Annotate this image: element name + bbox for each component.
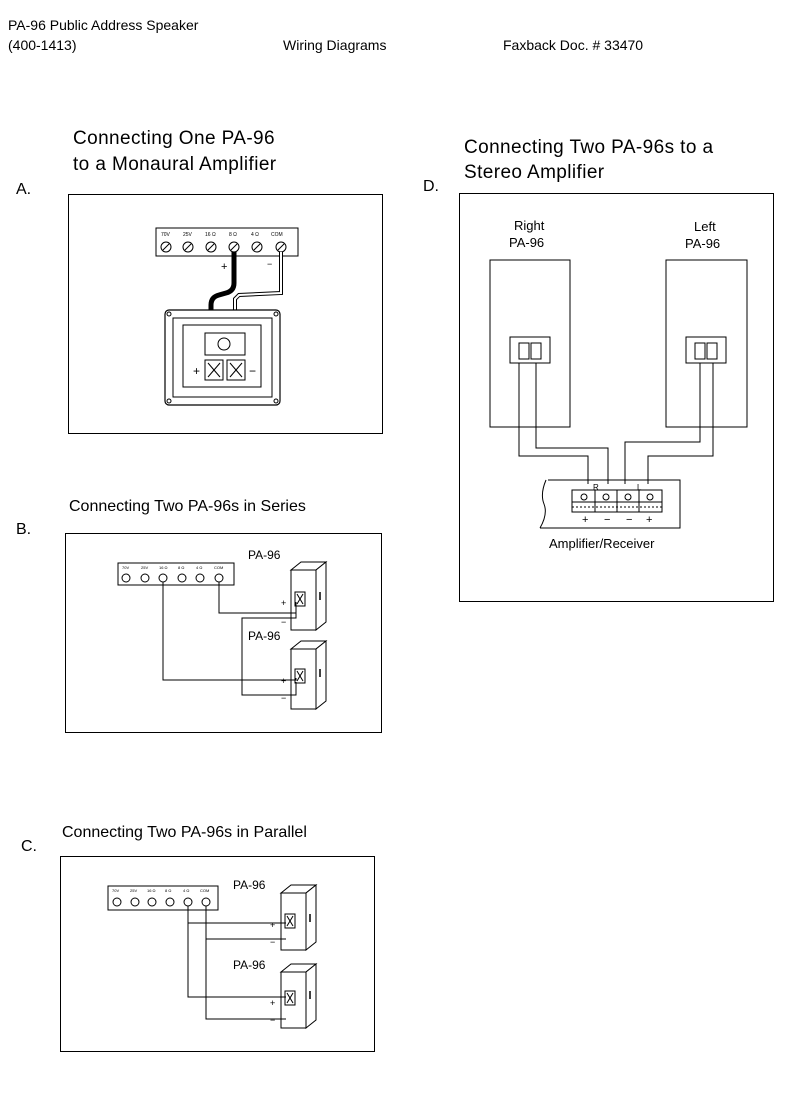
section-a-letter: A. [16,181,32,198]
channel-l-label: L [637,483,642,492]
channel-r-label: R [593,483,599,492]
speaker-1-label: PA-96 [233,878,266,892]
speaker-1-plus: + [281,598,286,608]
series-wires [162,582,297,696]
speaker-2-icon [279,962,318,1030]
polarity-4: + [646,514,652,526]
section-c-letter: C. [21,838,37,855]
terminal-screw-icon [140,573,150,583]
left-speaker-label-1: Left [694,219,716,234]
terminal-label-25v: 25V [130,888,137,893]
terminal-label-8ohm: 8 Ω [178,565,184,570]
section-c-title: Connecting Two PA-96s in Parallel [62,824,307,841]
speaker-back-plate [164,309,281,406]
terminal-label-25v: 25V [141,565,148,570]
section-b-title: Connecting Two PA-96s in Series [69,498,306,515]
amplifier-terminal-strip [155,227,299,257]
document-title: Wiring Diagrams [283,37,387,53]
terminal-screw-icon [158,573,168,583]
terminal-screw-icon [112,897,122,907]
terminal-label-4ohm: 4 Ω [183,888,189,893]
polarity-1: + [582,514,588,526]
section-b-letter: B. [16,521,32,538]
terminal-screw-icon [121,573,131,583]
speaker-2-plus: + [270,998,275,1008]
positive-wire [208,252,237,365]
negative-symbol: − [267,259,272,269]
left-speaker-terminal [685,336,727,364]
terminal-label-70v: 70V [112,888,119,893]
stereo-wires [518,363,714,484]
amplifier-polarity-labels: + − − + [582,514,652,526]
speaker-positive-symbol: + [193,364,200,378]
section-d-title-line1: Connecting Two PA-96s to a [464,137,714,158]
terminal-label-70v: 70V [122,565,129,570]
terminal-label-16ohm: 16 Ω [159,565,168,570]
right-speaker-label-1: Right [514,218,545,233]
product-title: PA-96 Public Address Speaker [8,17,199,33]
section-d-diagram: Right PA-96 Left PA-96 [459,193,774,602]
speaker-knob-icon [217,337,231,351]
terminal-label-com: COM [271,232,283,238]
terminal-label-70v: 70V [161,232,171,238]
speaker-negative-symbol: − [249,364,256,378]
section-a-title-line1: Connecting One PA-96 [73,128,275,149]
terminal-screw-icon [130,897,140,907]
terminal-label-4ohm: 4 Ω [251,232,259,238]
speaker-1-minus: − [270,937,275,947]
speaker-2-icon [289,639,328,711]
amplifier-receiver-label: Amplifier/Receiver [549,536,655,551]
terminal-screw-icon [195,573,205,583]
polarity-3: − [626,514,632,526]
section-a-title-line2: to a Monaural Amplifier [73,154,277,175]
polarity-2: − [604,514,610,526]
section-b-diagram: 70V 25V 16 Ω 8 Ω 4 Ω COM PA-96 [65,533,382,733]
section-c-diagram: 70V 25V 16 Ω 8 Ω 4 Ω COM PA-96 + [60,856,375,1052]
section-d-letter: D. [423,178,439,195]
faxback-doc-number: Faxback Doc. # 33470 [503,37,644,53]
speaker-2-minus: − [270,1015,275,1025]
amplifier-terminal-strip [107,885,219,911]
right-speaker-label-2: PA-96 [509,235,544,250]
terminal-label-4ohm: 4 Ω [196,565,202,570]
left-speaker-label-2: PA-96 [685,236,720,251]
speaker-1-label: PA-96 [248,548,281,562]
speaker-2-minus: − [281,693,286,703]
parallel-wires [187,906,286,1020]
series-wiring-diagram: 70V 25V 16 Ω 8 Ω 4 Ω COM PA-96 [117,548,328,711]
terminal-label-8ohm: 8 Ω [229,232,237,238]
speaker-2-label: PA-96 [233,958,266,972]
speaker-panel [172,317,273,398]
speaker-1-plus: + [270,920,275,930]
monaural-wiring-diagram: 70V 25V 16 Ω 8 Ω 4 Ω COM + − [155,227,299,406]
terminal-screw-icon [183,897,193,907]
terminal-screw-icon [177,573,187,583]
terminal-label-16ohm: 16 Ω [205,232,216,238]
terminal-label-com: COM [214,565,223,570]
section-d-title-line2: Stereo Amplifier [464,162,605,183]
terminal-housing [182,324,262,388]
speaker-2-plus: + [281,676,286,686]
terminal-screw-icon [201,897,211,907]
positive-symbol: + [221,261,227,273]
speaker-1-minus: − [281,617,286,627]
parallel-wiring-diagram: 70V 25V 16 Ω 8 Ω 4 Ω COM PA-96 + [107,878,318,1030]
part-number: (400-1413) [8,37,77,53]
section-a-diagram: 70V 25V 16 Ω 8 Ω 4 Ω COM + − [68,194,383,434]
terminal-screw-icon [147,897,157,907]
speaker-1-icon [289,560,328,632]
amplifier-receiver [539,479,681,529]
terminal-screw-icon [214,573,224,583]
stereo-wiring-diagram: Right PA-96 Left PA-96 [489,218,748,551]
terminal-label-16ohm: 16 Ω [147,888,156,893]
speaker-1-icon [279,883,318,952]
terminal-label-25v: 25V [183,232,193,238]
terminal-label-8ohm: 8 Ω [165,888,171,893]
terminal-label-com: COM [200,888,209,893]
speaker-2-label: PA-96 [248,629,281,643]
terminal-screw-icon [165,897,175,907]
right-speaker-terminal [509,336,551,364]
